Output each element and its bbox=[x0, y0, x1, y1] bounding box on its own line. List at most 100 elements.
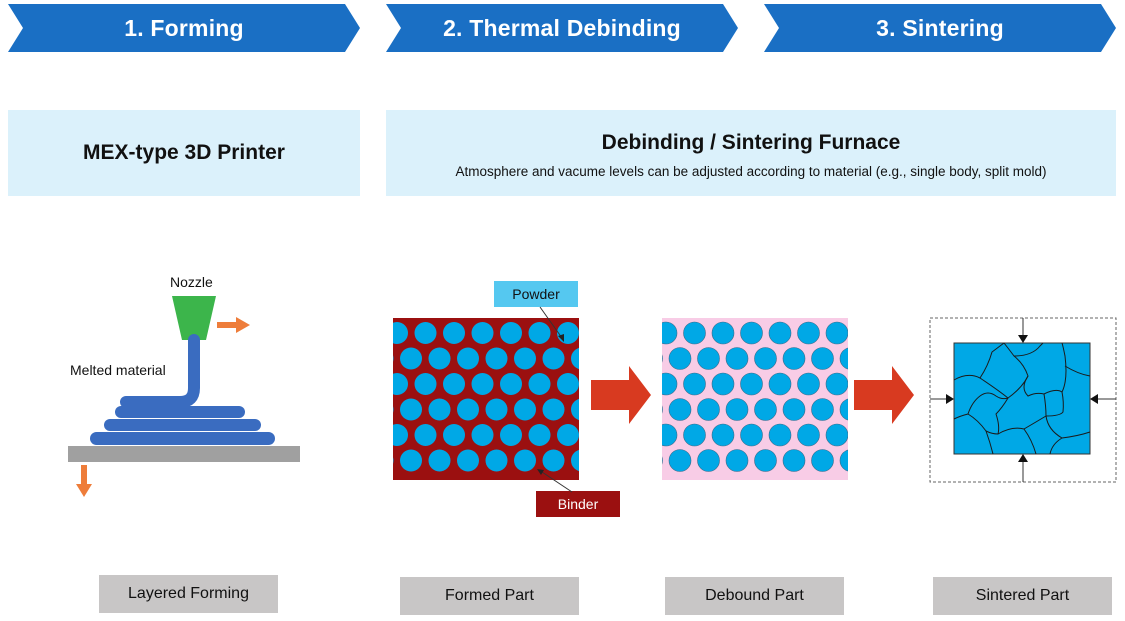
powder-particle bbox=[571, 449, 579, 472]
powder-particle bbox=[711, 321, 735, 345]
powder-particle bbox=[485, 347, 508, 370]
powder-particle bbox=[754, 347, 777, 370]
formed-part-diagram bbox=[393, 318, 579, 480]
powder-particle bbox=[768, 372, 792, 396]
powder-particle bbox=[528, 322, 551, 344]
powder-particle bbox=[514, 449, 536, 472]
build-plate bbox=[68, 446, 300, 462]
powder-particle bbox=[393, 457, 394, 464]
melted-material-label: Melted material bbox=[70, 362, 166, 378]
powder-particle bbox=[471, 322, 494, 344]
powder-particle bbox=[414, 322, 437, 344]
layer-3 bbox=[90, 432, 275, 445]
layer-1 bbox=[115, 406, 245, 418]
step-sintering: 3. Sintering bbox=[764, 4, 1116, 52]
powder-particle bbox=[485, 449, 508, 472]
powder-particle bbox=[542, 347, 565, 370]
powder-particle bbox=[471, 424, 494, 446]
powder-particle bbox=[662, 321, 678, 345]
chevron-shape bbox=[386, 4, 738, 52]
powder-tag: Powder bbox=[494, 281, 578, 307]
binder-tag: Binder bbox=[536, 491, 620, 517]
caption-sintered-part: Sintered Part bbox=[933, 577, 1112, 615]
powder-particle bbox=[782, 449, 806, 472]
filament-icon bbox=[120, 334, 200, 408]
powder-particles bbox=[662, 321, 848, 472]
powder-particle bbox=[668, 398, 692, 421]
powder-particle bbox=[768, 321, 792, 345]
powder-particle bbox=[662, 423, 678, 447]
process-arrow-2-icon bbox=[854, 366, 914, 424]
powder-particle bbox=[683, 321, 706, 345]
powder-particle bbox=[662, 456, 663, 465]
powder-particle bbox=[514, 347, 536, 370]
powder-particle bbox=[839, 449, 848, 472]
binder-pointer-icon bbox=[537, 469, 544, 475]
printer-title: MEX-type 3D Printer bbox=[83, 141, 285, 164]
step-thermal-debinding: 2. Thermal Debinding bbox=[386, 4, 738, 52]
powder-particle bbox=[500, 373, 522, 395]
step-forming: 1. Forming bbox=[8, 4, 360, 52]
grain-boundaries bbox=[953, 342, 1091, 455]
step-label: 1. Forming bbox=[124, 15, 244, 41]
powder-particle bbox=[428, 398, 451, 421]
powder-particle bbox=[393, 322, 408, 344]
powder-pointer-icon bbox=[558, 334, 564, 342]
nozzle-motion-arrow-icon bbox=[217, 317, 250, 333]
powder-particle bbox=[457, 398, 479, 421]
powder-particle bbox=[711, 423, 735, 447]
caption-debound-part: Debound Part bbox=[665, 577, 844, 615]
nozzle-label: Nozzle bbox=[170, 274, 213, 290]
powder-particle bbox=[725, 449, 749, 472]
debound-part-diagram bbox=[662, 318, 848, 480]
powder-particle bbox=[754, 398, 777, 421]
powder-particle bbox=[662, 354, 663, 363]
caption-layered-forming: Layered Forming bbox=[99, 575, 278, 613]
powder-particle bbox=[825, 423, 848, 447]
powder-particle bbox=[782, 398, 806, 421]
powder-particle bbox=[457, 347, 479, 370]
printer-panel: MEX-type 3D Printer bbox=[8, 110, 360, 196]
powder-particle bbox=[797, 372, 820, 396]
powder-particle bbox=[811, 449, 834, 472]
sintered-part-diagram bbox=[929, 317, 1117, 483]
powder-particle bbox=[839, 398, 848, 421]
powder-particle bbox=[471, 373, 494, 395]
powder-particle bbox=[557, 373, 579, 395]
powder-particle bbox=[393, 406, 394, 413]
powder-particle bbox=[400, 449, 422, 472]
powder-particle bbox=[797, 423, 820, 447]
powder-particle bbox=[683, 423, 706, 447]
powder-particle bbox=[393, 373, 408, 395]
powder-particle bbox=[662, 405, 663, 414]
powder-particle bbox=[725, 398, 749, 421]
furnace-subtitle: Atmosphere and vacume levels can be adju… bbox=[455, 164, 1047, 179]
powder-particle bbox=[414, 373, 437, 395]
powder-particle bbox=[428, 347, 451, 370]
powder-particle bbox=[542, 398, 565, 421]
powder-particle bbox=[740, 423, 763, 447]
powder-particle bbox=[557, 424, 579, 446]
powder-particle bbox=[393, 424, 408, 446]
step-label: 3. Sintering bbox=[876, 15, 1004, 41]
powder-particle bbox=[571, 398, 579, 421]
powder-particle bbox=[500, 322, 522, 344]
powder-particles bbox=[393, 322, 579, 472]
powder-particle bbox=[725, 347, 749, 370]
powder-particle bbox=[400, 398, 422, 421]
arrow-right-icon bbox=[946, 394, 954, 404]
printer-diagram bbox=[68, 296, 300, 497]
powder-particle bbox=[662, 372, 678, 396]
powder-particle bbox=[443, 322, 465, 344]
powder-particle bbox=[740, 321, 763, 345]
powder-particle bbox=[697, 449, 720, 472]
powder-particle bbox=[668, 449, 692, 472]
pressure-arrows bbox=[930, 318, 1116, 482]
powder-particle bbox=[542, 449, 565, 472]
bed-motion-arrow-icon bbox=[76, 465, 92, 497]
powder-particle bbox=[697, 398, 720, 421]
powder-particle bbox=[485, 398, 508, 421]
layer-2 bbox=[104, 419, 261, 431]
powder-particle bbox=[683, 372, 706, 396]
powder-particle bbox=[668, 347, 692, 370]
